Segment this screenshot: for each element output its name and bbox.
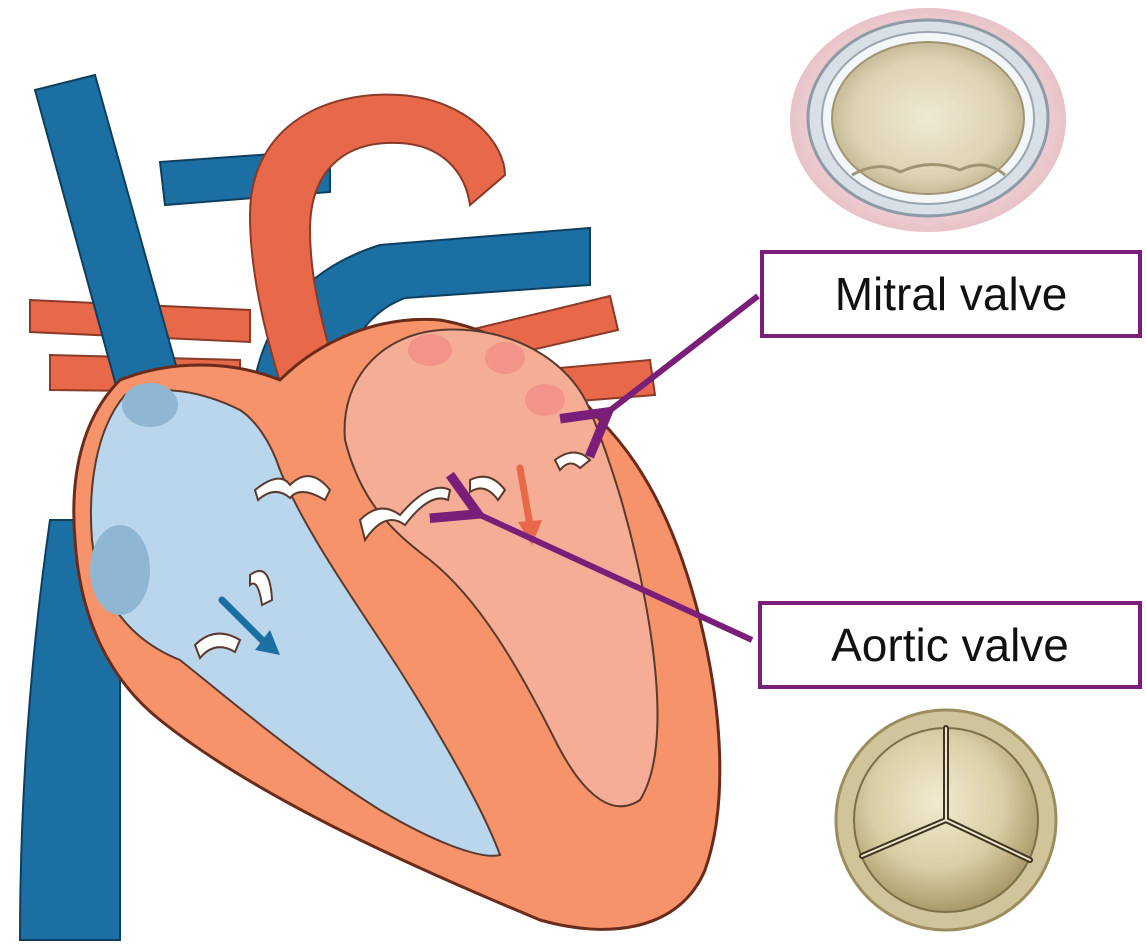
mitral-valve-label: Mitral valve [760,250,1142,338]
aortic-valve-label: Aortic valve [758,601,1142,689]
aortic-valve-image [836,710,1056,930]
mitral-callout-arrow [608,296,758,412]
mitral-valve-image [790,8,1066,232]
